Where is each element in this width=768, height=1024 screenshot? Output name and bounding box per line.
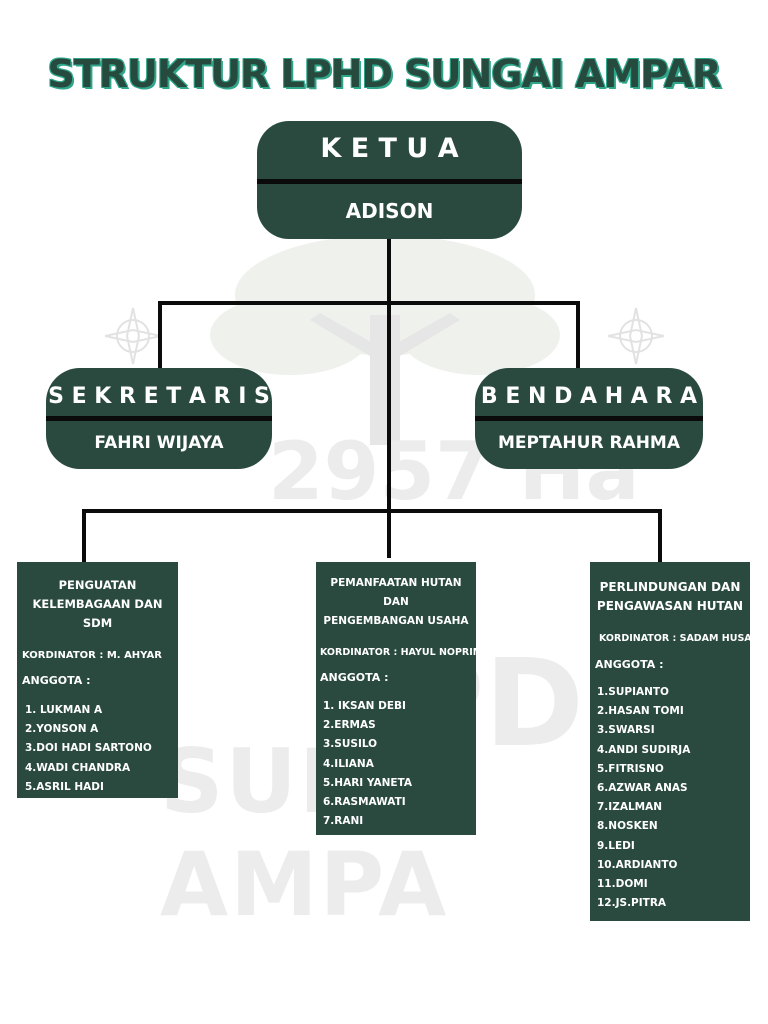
division-members-label: ANGGOTA : bbox=[595, 658, 664, 671]
division-title-line1: PENGUATAN bbox=[58, 578, 137, 592]
ketua-role-label: K E T U A bbox=[320, 133, 459, 164]
division-title: PERLINDUNGAN DAN PENGAWASAN HUTAN bbox=[590, 578, 750, 616]
sekretaris-name: FAHRI WIJAYA bbox=[94, 433, 224, 453]
division-box-kelembagaan: PENGUATAN KELEMBAGAAN DAN SDM KORDINATOR… bbox=[17, 562, 178, 798]
member-item: 1. IKSAN DEBI bbox=[323, 700, 406, 712]
member-item: 2.HASAN TOMI bbox=[597, 705, 684, 718]
member-item: 1. LUKMAN A bbox=[25, 704, 103, 716]
compass-watermark-icon bbox=[608, 307, 664, 365]
connector-ketua-down bbox=[387, 238, 391, 558]
division-members-label: ANGGOTA : bbox=[320, 671, 389, 684]
member-item: 6.RASMAWATI bbox=[323, 796, 406, 809]
member-item: 5.HARI YANETA bbox=[323, 776, 413, 789]
division-title-line2: PENGEMBANGAN USAHA bbox=[323, 615, 469, 627]
member-item: 3.SWARSI bbox=[597, 724, 655, 737]
member-item: 3.SUSILO bbox=[323, 738, 378, 751]
division-title-line1: PEMANFAATAN HUTAN DAN bbox=[330, 577, 462, 608]
tree-watermark-icon bbox=[210, 235, 560, 445]
division-coordinator: KORDINATOR : SADAM HUSAIN bbox=[599, 633, 764, 644]
connector-sekretaris-drop bbox=[158, 301, 162, 371]
bendahara-name: MEPTAHUR RAHMA bbox=[497, 433, 680, 453]
member-item: 6.AZWAR ANAS bbox=[597, 782, 688, 795]
sekretaris-role-label: S E K R E T A R I S bbox=[48, 384, 270, 409]
division-members-list: 1.SUPIANTO 2.HASAN TOMI 3.SWARSI 4.ANDI … bbox=[597, 683, 750, 913]
division-box-pemanfaatan: PEMANFAATAN HUTAN DAN PENGEMBANGAN USAHA… bbox=[316, 562, 490, 835]
division-members-list: 1. LUKMAN A 2.YONSON A 3.DOI HADI SARTON… bbox=[25, 701, 178, 797]
division-members-list: 1. IKSAN DEBI 2.ERMAS 3.SUSILO 4.ILIANA … bbox=[323, 697, 476, 831]
connector-top-horizontal bbox=[158, 301, 580, 305]
member-item: 4.ILIANA bbox=[323, 757, 374, 770]
division-box-perlindungan: PERLINDUNGAN DAN PENGAWASAN HUTAN KORDIN… bbox=[590, 562, 764, 921]
member-item: 7.IZALMAN bbox=[597, 801, 662, 814]
division-title-line1: PERLINDUNGAN DAN bbox=[599, 580, 741, 594]
member-item: 5.FITRISNO bbox=[597, 762, 664, 775]
member-item: 9.LEDI bbox=[597, 839, 635, 852]
member-item: 11.DOMI bbox=[597, 878, 648, 891]
division-coordinator: KORDINATOR : HAYUL NOPRIMA bbox=[320, 647, 490, 658]
division-members-label: ANGGOTA : bbox=[22, 674, 91, 687]
member-item: 2.ERMAS bbox=[323, 719, 376, 732]
member-item: 4.ANDI SUDIRJA bbox=[597, 743, 691, 756]
member-item: 8.NOSKEN bbox=[597, 820, 658, 833]
bendahara-divider bbox=[475, 416, 703, 421]
division-coordinator: KORDINATOR : M. AHYAR bbox=[22, 650, 162, 661]
connector-division1-drop bbox=[82, 509, 86, 562]
ketua-divider bbox=[257, 179, 522, 184]
compass-watermark-icon bbox=[105, 307, 161, 365]
member-item: 5.ASRIL HADI bbox=[25, 780, 104, 793]
member-item: 7.RANI bbox=[323, 815, 364, 828]
ketua-name: ADISON bbox=[345, 199, 434, 223]
sekretaris-node: S E K R E T A R I S FAHRI WIJAYA bbox=[46, 368, 272, 469]
page-title: STRUKTUR LPHD SUNGAI AMPAR bbox=[47, 52, 721, 96]
bendahara-node: B E N D A H A R A MEPTAHUR RAHMA bbox=[475, 368, 703, 469]
division-title-line2: KELEMBAGAAN DAN SDM bbox=[32, 597, 163, 630]
member-item: 1.SUPIANTO bbox=[597, 686, 669, 698]
sekretaris-divider bbox=[46, 416, 272, 421]
member-item: 2.YONSON A bbox=[25, 723, 99, 736]
bendahara-role-label: B E N D A H A R A bbox=[480, 384, 698, 409]
member-item: 3.DOI HADI SARTONO bbox=[25, 742, 152, 755]
member-item: 4.WADI CHANDRA bbox=[25, 761, 131, 774]
division-title-line2: PENGAWASAN HUTAN bbox=[596, 599, 744, 613]
division-title: PEMANFAATAN HUTAN DAN PENGEMBANGAN USAHA bbox=[316, 574, 476, 631]
connector-bottom-horizontal bbox=[82, 509, 662, 513]
connector-division3-drop bbox=[658, 509, 662, 562]
division-title: PENGUATAN KELEMBAGAAN DAN SDM bbox=[17, 576, 178, 633]
ketua-node: K E T U A ADISON bbox=[257, 121, 522, 239]
member-item: 12.JS.PITRA bbox=[597, 897, 667, 910]
connector-bendahara-drop bbox=[576, 301, 580, 371]
member-item: 10.ARDIANTO bbox=[597, 858, 678, 871]
